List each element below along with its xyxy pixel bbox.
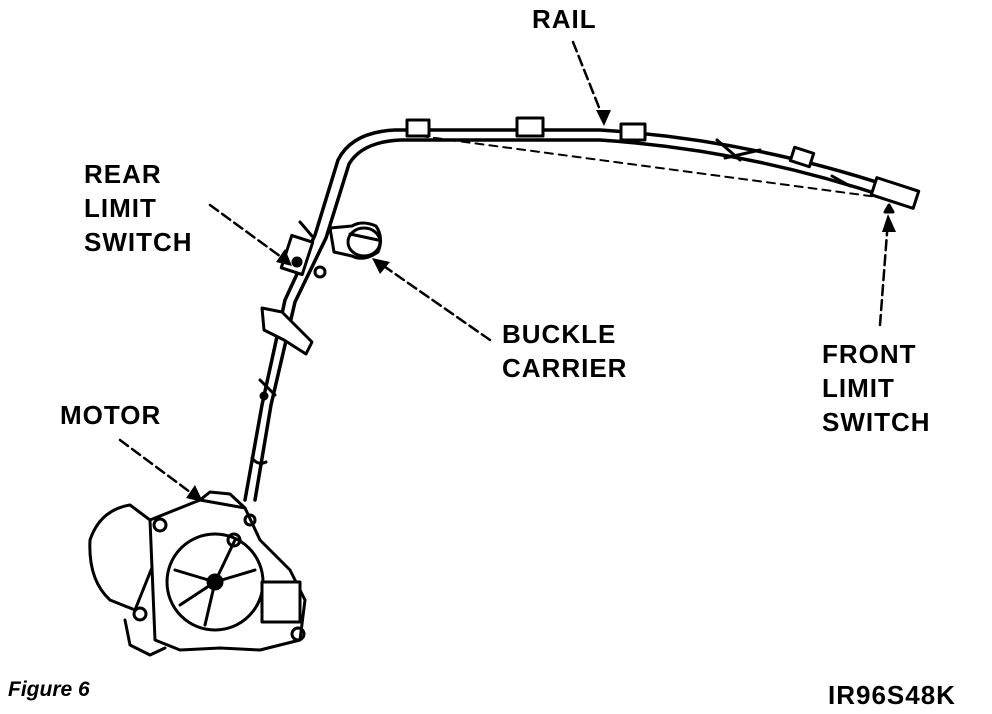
- arrowheads: [186, 110, 896, 502]
- rear-limit-switch-label: REAR LIMIT SWITCH: [84, 159, 193, 257]
- front-limit-switch-part: [830, 174, 921, 214]
- leader-arrows: [118, 40, 890, 500]
- rail-track: [243, 128, 917, 502]
- rail-bracket: [405, 116, 816, 169]
- motor-label: MOTOR: [60, 400, 162, 430]
- buckle-carrier-label: BUCKLE CARRIER: [502, 319, 628, 383]
- rail-label: RAIL: [532, 4, 597, 34]
- front-limit-switch-label: FRONT LIMIT SWITCH: [822, 339, 931, 437]
- figure-code: IR96S48K: [828, 680, 956, 710]
- figure-caption: Figure 6: [8, 678, 90, 701]
- rear-limit-switch-part: [279, 220, 315, 277]
- rail-mount-bracket: [250, 306, 314, 465]
- buckle-carrier-part: [313, 221, 383, 279]
- motor-assembly: [88, 490, 307, 657]
